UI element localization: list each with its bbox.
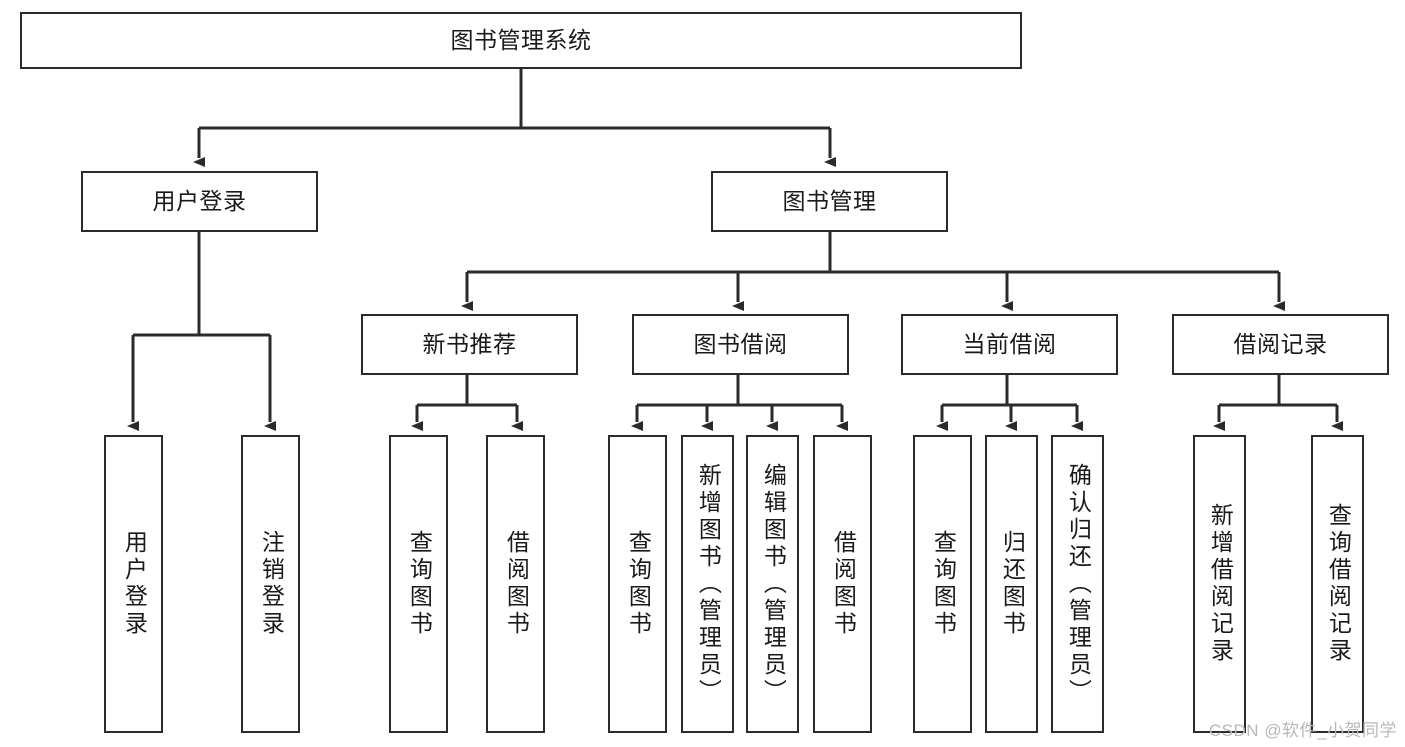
node-user-login[interactable]: 用户登录 bbox=[81, 171, 318, 232]
node-current-borrow-label: 当前借阅 bbox=[962, 330, 1057, 357]
csdn-watermark: CSDN @软件_小贺同学 bbox=[1208, 721, 1397, 740]
node-new-book-recommend[interactable]: 新书推荐 bbox=[361, 314, 578, 375]
node-user-login-label: 用户登录 bbox=[152, 187, 247, 214]
node-leaf-borrow-book-label: 借阅图书 bbox=[830, 530, 857, 638]
node-book-management-label: 图书管理 bbox=[782, 187, 877, 214]
node-new-book-recommend-label: 新书推荐 bbox=[422, 330, 517, 357]
node-leaf-add-book-admin[interactable]: 新增图书（管理员） bbox=[681, 435, 734, 733]
node-leaf-query-book-current-label: 查询图书 bbox=[930, 530, 957, 638]
node-borrow-record[interactable]: 借阅记录 bbox=[1172, 314, 1389, 375]
node-leaf-query-book-recommend[interactable]: 查询图书 bbox=[389, 435, 448, 733]
node-leaf-query-borrow-record-label: 查询借阅记录 bbox=[1325, 503, 1352, 665]
node-leaf-confirm-return-admin[interactable]: 确认归还（管理员） bbox=[1051, 435, 1104, 733]
node-leaf-query-book-borrow[interactable]: 查询图书 bbox=[608, 435, 667, 733]
node-leaf-query-book-current[interactable]: 查询图书 bbox=[913, 435, 972, 733]
node-leaf-user-login-label: 用户登录 bbox=[121, 530, 148, 638]
node-leaf-borrow-book-recommend-label: 借阅图书 bbox=[503, 530, 530, 638]
node-leaf-edit-book-admin[interactable]: 编辑图书（管理员） bbox=[746, 435, 799, 733]
node-leaf-return-book[interactable]: 归还图书 bbox=[985, 435, 1038, 733]
node-leaf-user-login[interactable]: 用户登录 bbox=[104, 435, 163, 733]
node-root-label: 图书管理系统 bbox=[450, 26, 592, 53]
node-leaf-add-book-admin-label: 新增图书（管理员） bbox=[695, 462, 722, 706]
node-book-borrow[interactable]: 图书借阅 bbox=[632, 314, 849, 375]
node-leaf-return-book-label: 归还图书 bbox=[999, 530, 1026, 638]
node-leaf-query-borrow-record[interactable]: 查询借阅记录 bbox=[1311, 435, 1364, 733]
node-leaf-user-logout[interactable]: 注销登录 bbox=[241, 435, 300, 733]
node-book-borrow-label: 图书借阅 bbox=[693, 330, 788, 357]
node-root[interactable]: 图书管理系统 bbox=[20, 12, 1022, 69]
node-borrow-record-label: 借阅记录 bbox=[1233, 330, 1328, 357]
node-leaf-query-book-borrow-label: 查询图书 bbox=[625, 530, 652, 638]
node-leaf-query-book-recommend-label: 查询图书 bbox=[406, 530, 433, 638]
node-leaf-add-borrow-record[interactable]: 新增借阅记录 bbox=[1193, 435, 1246, 733]
node-leaf-borrow-book-recommend[interactable]: 借阅图书 bbox=[486, 435, 545, 733]
node-current-borrow[interactable]: 当前借阅 bbox=[901, 314, 1118, 375]
node-leaf-confirm-return-admin-label: 确认归还（管理员） bbox=[1065, 462, 1092, 706]
node-leaf-user-logout-label: 注销登录 bbox=[258, 530, 285, 638]
node-leaf-borrow-book[interactable]: 借阅图书 bbox=[813, 435, 872, 733]
node-leaf-edit-book-admin-label: 编辑图书（管理员） bbox=[760, 462, 787, 706]
node-book-management[interactable]: 图书管理 bbox=[711, 171, 948, 232]
node-leaf-add-borrow-record-label: 新增借阅记录 bbox=[1207, 503, 1234, 665]
